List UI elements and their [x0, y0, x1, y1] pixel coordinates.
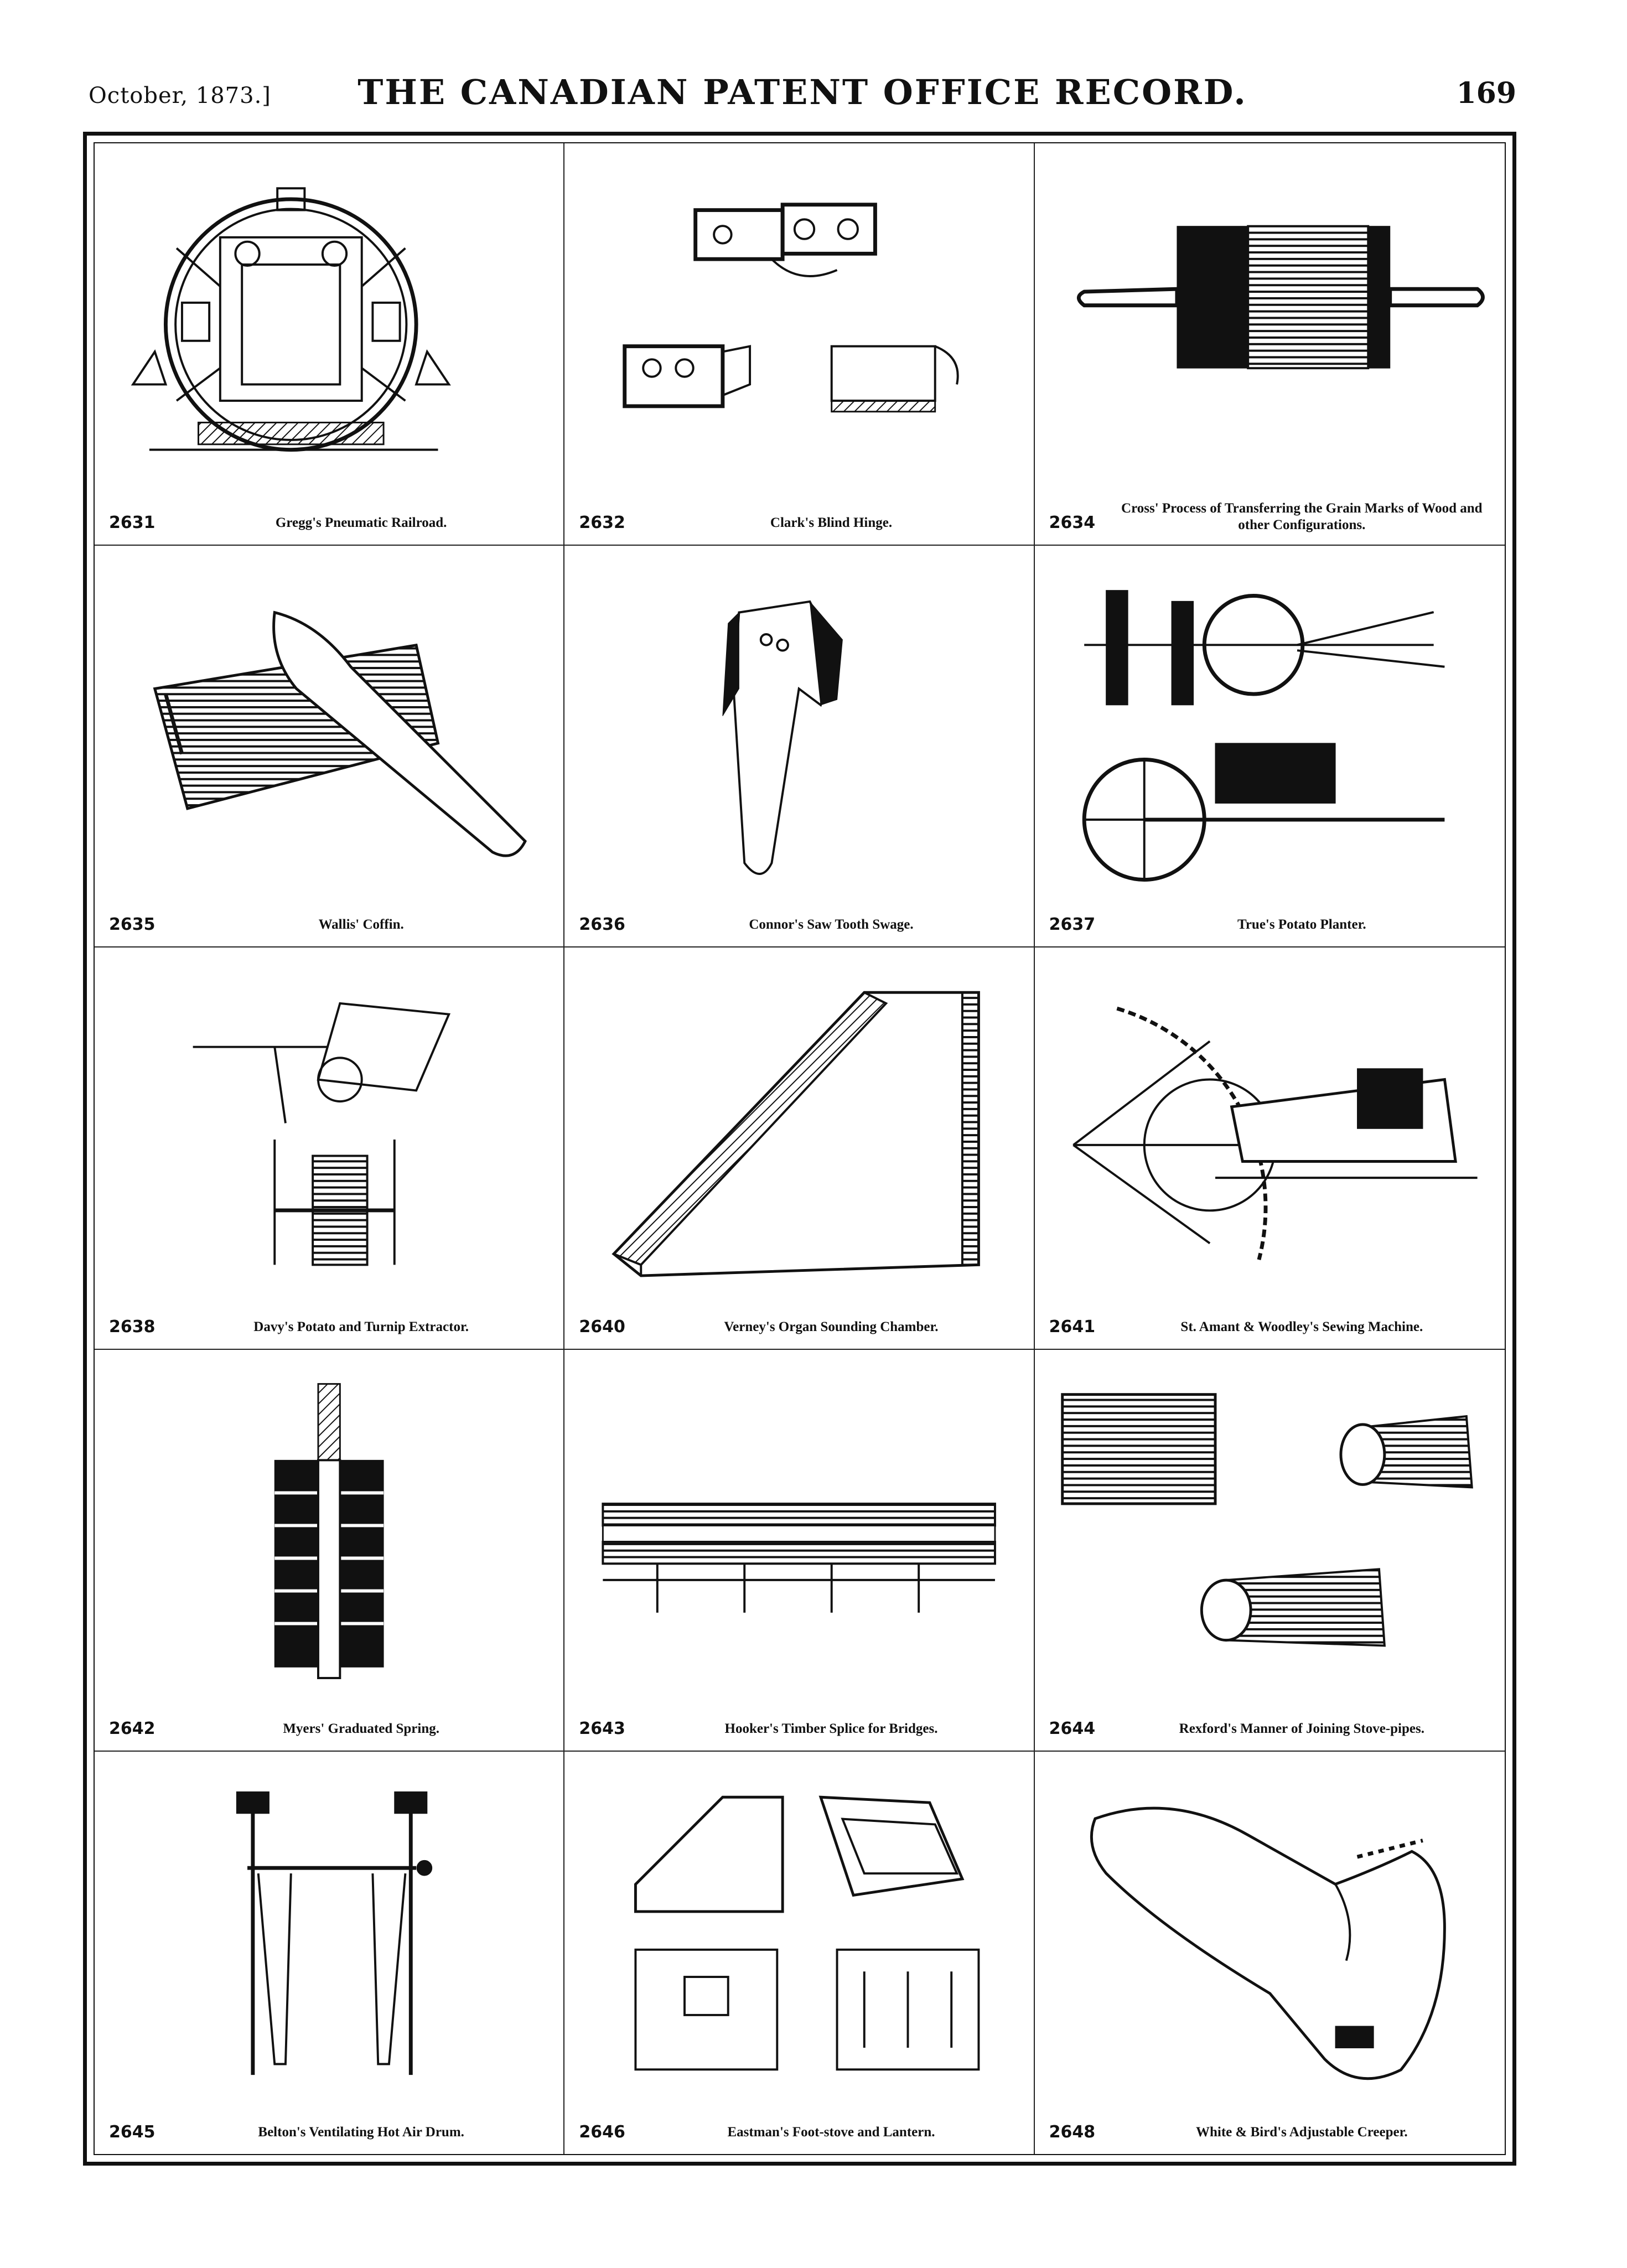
pneumatic-railroad-drawing: [111, 154, 547, 495]
patent-title: Hooker's Timber Splice for Bridges.: [724, 1721, 938, 1737]
patent-number: 2634: [1049, 512, 1096, 532]
patent-number: 2646: [579, 2122, 625, 2142]
patent-cell: 2644 Rexford's Manner of Joining Stove-p…: [1034, 1350, 1505, 1752]
patent-number: 2635: [109, 915, 156, 935]
patent-cell: 2636 Connor's Saw Tooth Swage.: [564, 545, 1035, 948]
patent-title: Gregg's Pneumatic Railroad.: [275, 515, 447, 530]
patent-title: Verney's Organ Sounding Chamber.: [724, 1319, 939, 1334]
patent-cell: 2646 Eastman's Foot-stove and Lantern.: [564, 1752, 1035, 2154]
patent-number: 2643: [579, 1719, 625, 1739]
foot-stove-lantern-drawing: [581, 1763, 1017, 2104]
patent-title: Clark's Blind Hinge.: [770, 515, 893, 530]
patent-cell: 2645 Belton's Ventilating Hot Air Drum.: [95, 1752, 565, 2154]
patent-number: 2644: [1049, 1719, 1096, 1739]
coffin-drawing: [111, 557, 547, 897]
patent-number: 2640: [579, 1317, 625, 1337]
grain-transfer-roller-drawing: [1051, 154, 1488, 495]
patent-plate-grid: 2631 Gregg's Pneumatic Railroad.: [95, 143, 1505, 2154]
patent-title: St. Amant & Woodley's Sewing Machine.: [1180, 1319, 1423, 1334]
saw-tooth-swage-drawing: [581, 557, 1017, 897]
patent-cell: 2641 St. Amant & Woodley's Sewing Machin…: [1034, 947, 1505, 1350]
patent-title: Myers' Graduated Spring.: [283, 1721, 439, 1737]
publication-title: THE CANADIAN PATENT OFFICE RECORD.: [357, 72, 1247, 112]
organ-sounding-chamber-drawing: [581, 959, 1017, 1299]
patent-title: True's Potato Planter.: [1237, 917, 1366, 933]
patent-number: 2645: [109, 2122, 156, 2142]
patent-cell: 2631 Gregg's Pneumatic Railroad.: [95, 143, 565, 546]
sewing-machine-drawing: [1051, 959, 1488, 1299]
adjustable-creeper-drawing: [1051, 1763, 1488, 2104]
patent-number: 2637: [1049, 915, 1096, 935]
patent-title: Belton's Ventilating Hot Air Drum.: [258, 2124, 464, 2140]
patent-number: 2632: [579, 512, 625, 532]
stove-pipe-joint-drawing: [1051, 1361, 1488, 1701]
potato-planter-drawing: [1051, 557, 1488, 897]
patent-cell: 2642 Myers' Graduated Spring.: [95, 1349, 565, 1752]
graduated-spring-drawing: [111, 1361, 547, 1701]
patent-cell: 2637 True's Potato Planter.: [1034, 546, 1505, 948]
patent-number: 2648: [1049, 2122, 1096, 2142]
blind-hinge-drawing: [581, 154, 1017, 495]
patent-title: Rexford's Manner of Joining Stove-pipes.: [1179, 1721, 1424, 1737]
patent-title: Wallis' Coffin.: [318, 917, 404, 933]
potato-extractor-drawing: [111, 959, 547, 1299]
hot-air-drum-drawing: [111, 1763, 547, 2104]
patent-title: Eastman's Foot-stove and Lantern.: [727, 2124, 935, 2140]
patent-number: 2642: [109, 1719, 156, 1739]
patent-cell: 2634 Cross' Process of Transferring the …: [1034, 143, 1505, 546]
patent-cell: 2640 Verney's Organ Sounding Chamber.: [564, 947, 1035, 1350]
patent-cell: 2635 Wallis' Coffin.: [95, 545, 565, 948]
patent-cell: 2643 Hooker's Timber Splice for Bridges.: [564, 1349, 1035, 1752]
plates-frame: 2631 Gregg's Pneumatic Railroad.: [83, 132, 1516, 2166]
patent-title: Cross' Process of Transferring the Grain…: [1121, 500, 1483, 532]
patent-cell: 2638 Davy's Potato and Turnip Extractor.: [95, 947, 565, 1350]
patent-cell: 2648 White & Bird's Adjustable Creeper.: [1035, 1752, 1505, 2154]
patent-title: Davy's Potato and Turnip Extractor.: [253, 1319, 469, 1334]
page-header: October, 1873.] THE CANADIAN PATENT OFFI…: [89, 72, 1516, 127]
page-number: 169: [1456, 76, 1516, 110]
patent-cell: 2632 Clark's Blind Hinge.: [564, 143, 1035, 546]
patent-title: Connor's Saw Tooth Swage.: [749, 917, 914, 933]
timber-splice-drawing: [581, 1361, 1017, 1701]
issue-date: October, 1873.]: [89, 83, 271, 108]
patent-title: White & Bird's Adjustable Creeper.: [1195, 2124, 1408, 2140]
patent-number: 2638: [109, 1317, 156, 1337]
patent-number: 2641: [1049, 1317, 1096, 1337]
patent-number: 2631: [109, 512, 156, 532]
patent-number: 2636: [579, 915, 625, 935]
